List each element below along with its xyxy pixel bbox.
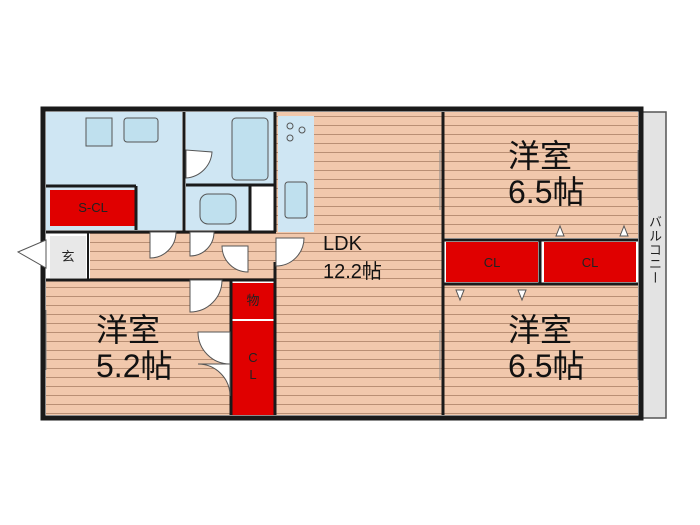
western-bottom-floor bbox=[444, 285, 638, 415]
bathtub-icon bbox=[231, 117, 269, 181]
cl-vertical-storage bbox=[232, 321, 274, 415]
room-western-bottom-size: 6.5帖 bbox=[508, 348, 585, 384]
windows bbox=[45, 150, 639, 380]
cl-right-2 bbox=[544, 242, 636, 282]
stove-burner-icon bbox=[298, 126, 306, 134]
washing-machine-icon bbox=[123, 117, 159, 143]
s-cl-storage bbox=[50, 190, 136, 226]
cl-vertical-label: C L bbox=[248, 350, 258, 382]
toilet-icon bbox=[199, 193, 237, 225]
cl-right-1-label: CL bbox=[483, 255, 501, 270]
mono-storage bbox=[232, 283, 274, 319]
washbasin-icon bbox=[85, 117, 113, 147]
mono-label: 物 bbox=[246, 293, 260, 308]
room-western-bottom-name: 洋室 bbox=[508, 312, 573, 348]
room-western-left-name: 洋室 bbox=[96, 312, 161, 348]
room-ldk-name: LDK bbox=[323, 233, 362, 255]
entrance-label: 玄 bbox=[61, 249, 75, 264]
room-western-top-size: 6.5帖 bbox=[508, 174, 585, 210]
room-ldk-size: 12.2帖 bbox=[323, 261, 382, 283]
balcony-label: バルコニー bbox=[647, 215, 662, 285]
western-top-floor bbox=[444, 112, 638, 238]
cl-right-2-label: CL bbox=[581, 255, 599, 270]
stove-burner-icon bbox=[286, 122, 294, 130]
cl-right-1 bbox=[446, 242, 538, 282]
closet-door-markers bbox=[455, 224, 629, 302]
room-western-left-size: 5.2帖 bbox=[96, 348, 173, 384]
stove-burner-icon bbox=[286, 134, 294, 142]
doors bbox=[16, 149, 305, 397]
entrance-floor bbox=[50, 236, 86, 278]
sink-icon bbox=[284, 181, 308, 219]
s-cl-label: S-CL bbox=[78, 200, 108, 215]
room-western-top-name: 洋室 bbox=[508, 138, 573, 174]
